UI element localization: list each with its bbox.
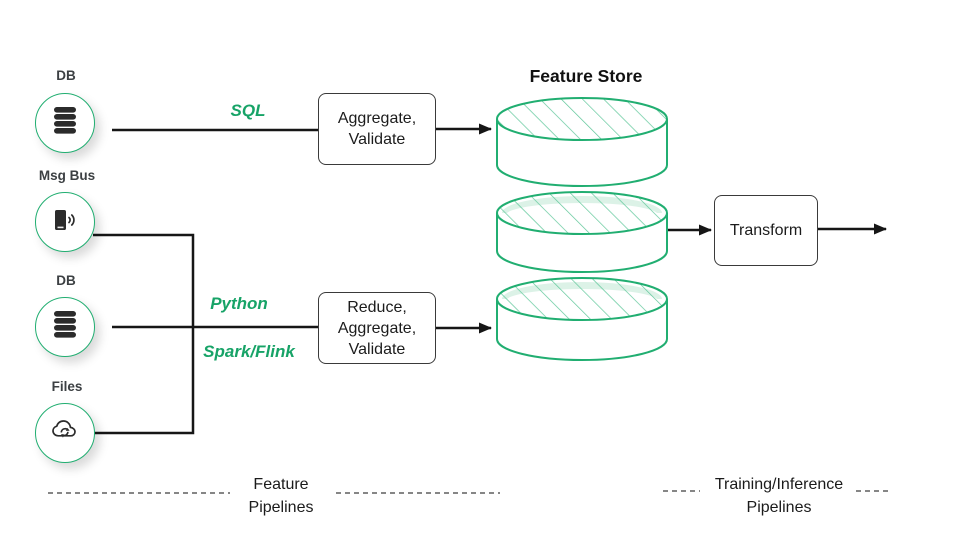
store-cylinder-2: [496, 191, 668, 273]
source-node-msgbus: [35, 192, 95, 252]
aggregate-validate-box: Aggregate, Validate: [318, 93, 436, 165]
source-node-db1: [35, 93, 95, 153]
source-label-db1: DB: [56, 68, 76, 83]
message-bus-icon: [52, 208, 78, 237]
section-line: Pipelines: [248, 499, 314, 516]
box-line: Aggregate,: [337, 110, 417, 127]
box-line: Aggregate,: [337, 319, 417, 337]
store-cylinder-1: [496, 97, 668, 187]
cloud-sync-icon: [51, 419, 79, 447]
box-line: Transform: [729, 222, 803, 239]
box-line: Validate: [348, 131, 406, 148]
source-label-files: Files: [51, 379, 83, 394]
section-line: Feature: [253, 476, 309, 493]
source-node-db2: [35, 297, 95, 357]
source-label-db2: DB: [56, 273, 76, 288]
tech-label-sql: SQL: [230, 101, 266, 120]
section-label-training-inference-pipelines: Training/Inference Pipelines: [715, 473, 843, 519]
database-icon: [54, 311, 76, 343]
transform-box: Transform: [714, 195, 818, 266]
feature-store-title: Feature Store: [529, 66, 643, 86]
tech-label-python: Python: [210, 294, 268, 313]
section-line: Training/Inference: [714, 476, 844, 493]
reduce-aggregate-validate-box: Reduce, Aggregate, Validate: [318, 292, 436, 364]
box-line: Reduce,: [347, 298, 407, 316]
line-msgbus-files-merge: [93, 233, 195, 435]
section-line: Pipelines: [746, 499, 812, 516]
tech-label-spark-flink: Spark/Flink: [203, 342, 295, 361]
database-icon: [54, 107, 76, 139]
source-label-msgbus: Msg Bus: [38, 168, 96, 183]
box-line: Validate: [348, 340, 406, 358]
section-label-feature-pipelines: Feature Pipelines: [249, 473, 314, 519]
store-cylinder-3: [496, 277, 668, 361]
feature-store-cylinders: [496, 97, 668, 361]
source-node-files: [35, 403, 95, 463]
